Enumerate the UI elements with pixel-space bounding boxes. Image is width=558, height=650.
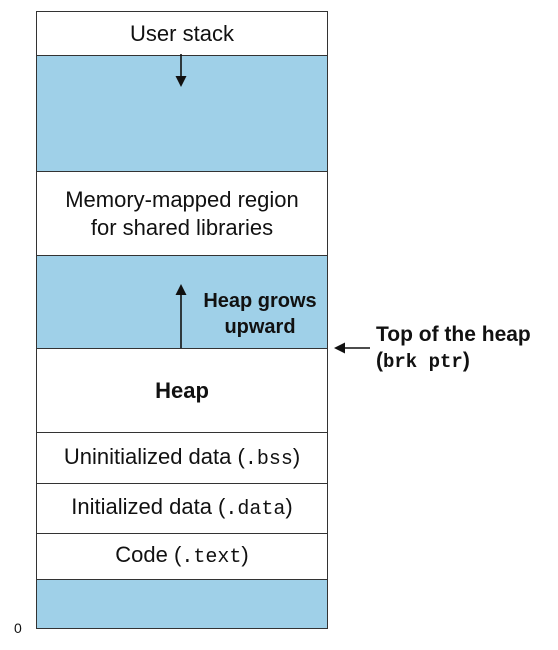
mmap-label-line1: Memory-mapped region bbox=[65, 186, 299, 212]
heap-label: Heap bbox=[155, 377, 209, 403]
brk-pointer-label: (brk ptr) bbox=[376, 349, 470, 373]
text-code: .text bbox=[181, 546, 242, 569]
stack-down-arrow-icon bbox=[175, 54, 187, 87]
unallocated-region-bottom bbox=[37, 580, 327, 628]
heap-grows-annotation: Heap grows upward bbox=[190, 288, 330, 340]
user-stack-region: User stack bbox=[37, 12, 327, 56]
memory-layout-diagram: User stack Memory-mapped region for shar… bbox=[36, 11, 328, 629]
bss-region: Uninitialized data (.bss) bbox=[37, 433, 327, 484]
mmap-label-line2: for shared libraries bbox=[90, 214, 274, 240]
user-stack-label: User stack bbox=[130, 20, 234, 46]
unallocated-region-upper bbox=[37, 56, 327, 172]
code-region: Code (.text) bbox=[37, 534, 327, 580]
heap-grows-line2: upward bbox=[224, 316, 296, 338]
unallocated-region-middle bbox=[37, 256, 327, 349]
heap-region: Heap bbox=[37, 349, 327, 433]
bss-code: .bss bbox=[244, 447, 293, 471]
heap-up-arrow-icon bbox=[175, 284, 187, 348]
heap-grows-line1: Heap grows bbox=[203, 290, 317, 312]
top-of-heap-arrow-icon bbox=[334, 342, 370, 354]
data-region: Initialized data (.data) bbox=[37, 484, 327, 534]
top-of-heap-label: Top of the heap bbox=[376, 323, 531, 346]
bss-label: Uninitialized data (.bss) bbox=[63, 443, 301, 471]
top-of-heap-annotation: Top of the heap (brk ptr) bbox=[376, 322, 531, 375]
code-label: Code (.text) bbox=[115, 542, 249, 569]
brk-code: brk ptr bbox=[383, 351, 463, 373]
data-label: Initialized data (.data) bbox=[71, 494, 293, 521]
data-code: .data bbox=[225, 498, 286, 521]
memory-mapped-region: Memory-mapped region for shared librarie… bbox=[37, 172, 327, 256]
zero-address-label: 0 bbox=[14, 620, 22, 636]
